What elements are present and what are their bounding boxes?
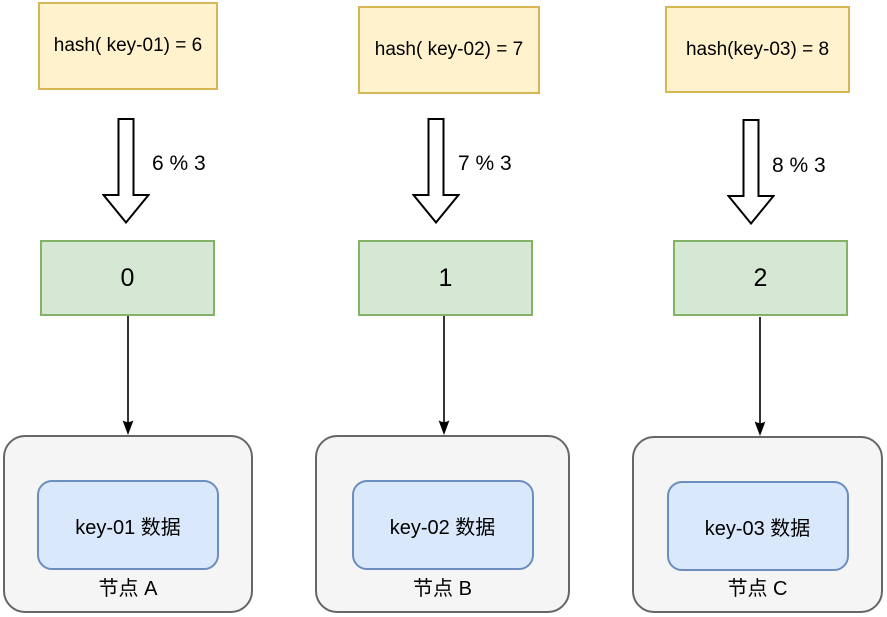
arrow-down-icon bbox=[120, 316, 136, 436]
arrow-down-icon bbox=[752, 317, 768, 437]
node-box: key-02 数据 节点 B bbox=[315, 435, 570, 613]
hash-value-box: hash( key-02) = 7 bbox=[358, 6, 540, 94]
mod-operation-label: 6 % 3 bbox=[152, 152, 206, 175]
node-box: key-03 数据 节点 C bbox=[632, 436, 883, 613]
slot-number: 0 bbox=[120, 263, 135, 292]
hash-value-box: hash( key-01) = 6 bbox=[38, 2, 218, 90]
data-text: key-03 数据 bbox=[704, 517, 811, 540]
block-arrow-down-icon bbox=[101, 118, 151, 225]
mod-operation-label: 8 % 3 bbox=[772, 154, 826, 177]
node-label: 节点 C bbox=[727, 578, 788, 600]
hash-value-text: hash(key-03) = 8 bbox=[685, 38, 830, 60]
data-box: key-01 数据 bbox=[37, 480, 219, 570]
slot-box: 2 bbox=[673, 240, 848, 316]
mod-operation-label: 7 % 3 bbox=[458, 152, 512, 175]
arrow-down-icon bbox=[436, 316, 452, 436]
data-text: key-02 数据 bbox=[389, 516, 496, 539]
slot-number: 1 bbox=[438, 263, 453, 292]
block-arrow-down-icon bbox=[726, 119, 776, 226]
hash-value-box: hash(key-03) = 8 bbox=[665, 6, 850, 93]
data-box: key-03 数据 bbox=[666, 481, 849, 571]
node-label: 节点 B bbox=[413, 578, 472, 600]
node-label: 节点 A bbox=[98, 578, 158, 600]
data-box: key-02 数据 bbox=[351, 480, 534, 570]
node-box: key-01 数据 节点 A bbox=[3, 435, 253, 613]
data-text: key-01 数据 bbox=[75, 516, 181, 539]
slot-box: 1 bbox=[358, 240, 533, 316]
hash-value-text: hash( key-02) = 7 bbox=[374, 39, 524, 60]
hash-value-text: hash( key-01) = 6 bbox=[53, 35, 203, 56]
block-arrow-down-icon bbox=[411, 118, 461, 225]
slot-number: 2 bbox=[753, 263, 768, 292]
slot-box: 0 bbox=[40, 240, 215, 316]
